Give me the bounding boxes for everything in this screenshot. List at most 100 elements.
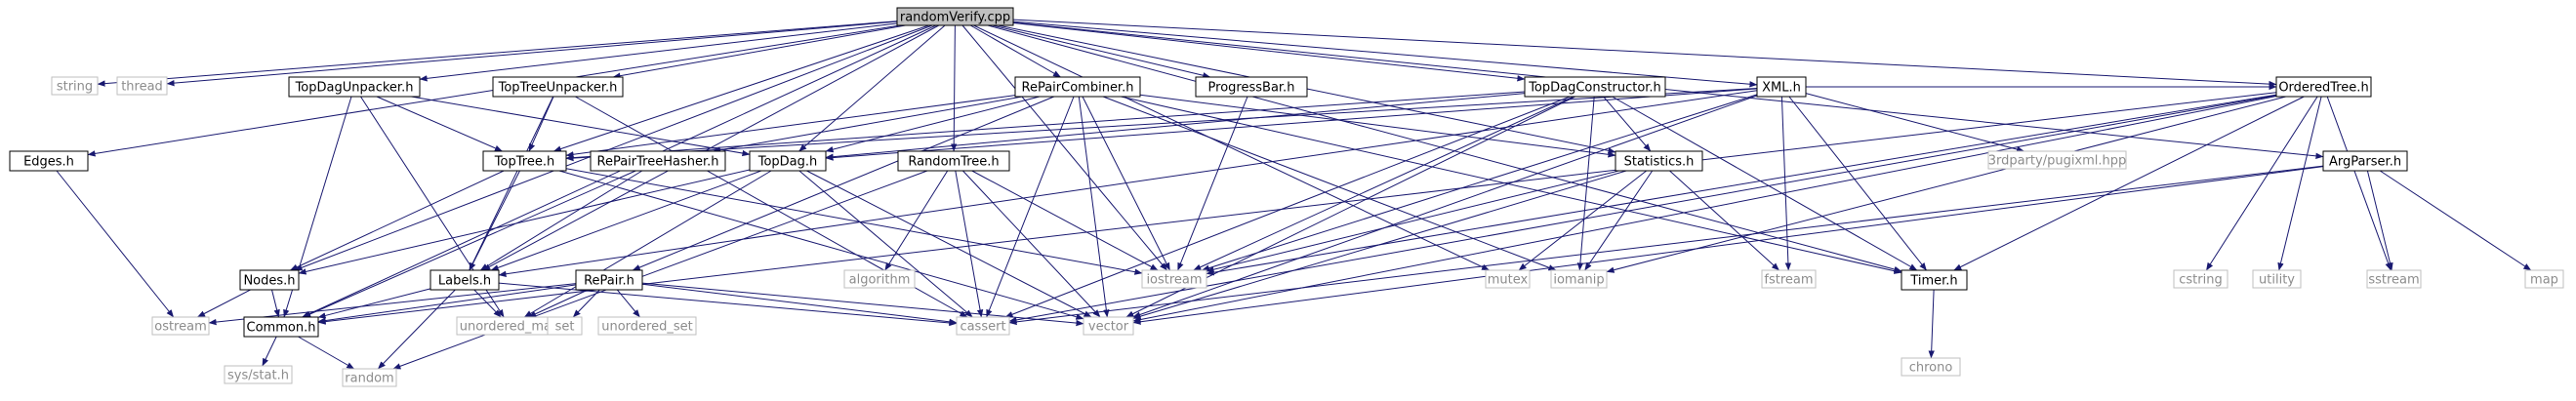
edge-Nodes-to-ostream [197,289,251,318]
edge-RePair-to-cassert [641,283,958,325]
node-RandomTree[interactable]: RandomTree.h [897,150,1010,172]
node-Labels[interactable]: Labels.h [429,269,500,291]
node-TopTreeUnpacker[interactable]: TopTreeUnpacker.h [492,76,624,98]
edge-RePairCombiner-to-cassert [986,96,1075,318]
edge-Statistics-to-vector [1132,170,1627,320]
edge-RePairCombiner-to-RePairTreeHasher [713,96,1023,153]
node-label: RePairTreeHasher.h [597,155,719,170]
edge-RePair-to-ostream [208,283,577,326]
edge-OrderedTree-to-iomanip [1606,96,2286,273]
node-box [1901,357,1961,377]
node-label: unordered_map [460,320,560,335]
node-RePairCombiner[interactable]: RePairCombiner.h [1014,76,1141,98]
node-thread: thread [116,76,168,96]
edge-randomVerify-to-string [97,20,898,87]
node-Nodes[interactable]: Nodes.h [239,269,300,291]
node-box [1141,269,1207,289]
edge-randomVerify-to-ProgressBar [992,24,1211,79]
node-label: fstream [1764,273,1813,288]
node-box [2524,269,2564,289]
node-label: Common.h [247,321,316,336]
node-RePair[interactable]: RePair.h [575,269,643,291]
edge-RePair-to-vector [641,282,1084,327]
node-Common[interactable]: Common.h [243,316,319,338]
edge-ArgParser-to-sstream [2366,170,2393,271]
node-box [2275,76,2372,98]
node-fstream: fstream [1761,269,1817,289]
edge-TopDagConstructor-to-TopDag [825,93,1526,160]
edge-randomVerify-to-thread [166,20,898,87]
node-XML[interactable]: XML.h [1756,76,1807,98]
edge-TopDagUnpacker-to-TopTree [376,96,503,152]
node-mutex: mutex [1485,269,1531,289]
node-set: set [547,316,583,336]
node-RePairTreeHasher[interactable]: RePairTreeHasher.h [590,150,726,172]
edge-Statistics-to-iostream [1206,170,1619,273]
edge-TopTree-to-vector [558,170,1084,320]
node-label: iostream [1146,273,1202,288]
node-box [1083,316,1134,336]
node-ArgParser[interactable]: ArgParser.h [2322,150,2408,172]
node-box [1756,76,1807,98]
edge-Statistics-to-iomanip [1584,170,1654,271]
edge-OrderedTree-to-cstring [2205,96,2318,271]
node-cstring: cstring [2173,269,2228,289]
edge-OrderedTree-to-Timer [1953,96,2305,271]
edge-ArgParser-to-map [2379,170,2532,271]
node-Timer[interactable]: Timer.h [1901,269,1968,291]
edge-TopDag-to-Labels [490,170,762,271]
node-box [51,76,99,96]
node-TopTree[interactable]: TopTree.h [482,150,567,172]
edge-RePair-to-unordered_set [616,289,640,318]
node-box [492,76,624,98]
node-label: iomanip [1553,273,1604,288]
edge-RandomTree-to-cassert [955,170,984,318]
node-box [1014,76,1141,98]
edge-RePairCombiner-to-Statistics [1139,94,1616,158]
edge-randomVerify-to-RePairCombiner [969,24,1061,78]
node-randomVerify[interactable]: randomVerify.cpp [896,7,1014,26]
node-label: RePairCombiner.h [1022,81,1134,96]
edge-TopTreeUnpacker-to-Labels [469,96,554,271]
node-label: RePair.h [584,274,634,289]
node-box [1485,269,1531,289]
node-box [749,150,827,172]
edge-Nodes-to-Common [271,289,280,318]
edge-randomVerify-to-mutex [973,24,1490,271]
node-pugixml: 3rdparty/pugixml.hpp [1987,150,2127,170]
edge-RandomTree-to-random [392,170,928,370]
node-sysstat: sys/stat.h [224,365,293,384]
node-TopDagUnpacker[interactable]: TopDagUnpacker.h [288,76,421,98]
node-box [288,76,421,98]
node-OrderedTree[interactable]: OrderedTree.h [2275,76,2372,98]
node-Edges[interactable]: Edges.h [9,150,89,172]
edge-TopDagConstructor-to-Statistics [1603,96,1652,152]
edge-OrderedTree-to-utility [2277,96,2322,271]
node-TopDag[interactable]: TopDag.h [749,150,827,172]
node-label: thread [121,80,163,95]
node-label: ArgParser.h [2329,155,2401,170]
edge-randomVerify-to-OrderedTree [1012,19,2277,88]
edge-TopDagConstructor-to-TopTree [565,91,1526,161]
edge-RePairCombiner-to-vector [1078,96,1110,318]
node-label: string [57,80,93,95]
edge-TopDagConstructor-to-iostream [1193,96,1574,271]
node-TopDagConstructor[interactable]: TopDagConstructor.h [1524,76,1666,98]
node-label: cstring [2179,273,2222,288]
node-label: sys/stat.h [227,369,289,383]
node-algorithm: algorithm [843,269,916,289]
edge-XML-to-fstream [1780,96,1792,271]
edge-RePairCombiner-to-TopTree [565,95,1016,158]
node-Statistics[interactable]: Statistics.h [1615,150,1703,172]
node-label: ProgressBar.h [1208,81,1295,96]
edge-TopTree-to-Labels [469,170,520,271]
edge-XML-to-TopDag [825,88,1758,161]
edge-XML-to-Labels [498,90,1758,277]
edge-Labels-to-Common [317,288,431,319]
edge-Labels-to-random [377,289,456,370]
node-label: Nodes.h [243,274,295,289]
node-label: random [345,372,393,386]
node-ProgressBar[interactable]: ProgressBar.h [1195,76,1308,98]
node-label: mutex [1488,273,1529,288]
node-box [896,7,1014,26]
